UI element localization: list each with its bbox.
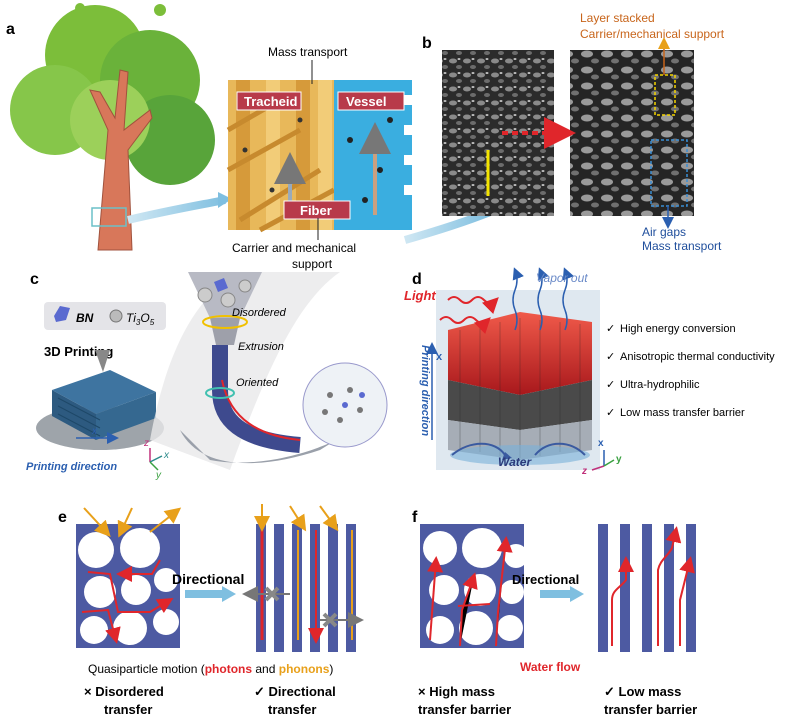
feature-check-3: ✓ [606, 379, 615, 391]
ti3o5-legend-label: Ti3O5 [126, 311, 155, 327]
d-axis-z: z [581, 466, 587, 477]
e-right-photon-arrow-3 [319, 505, 339, 532]
3d-printing-label: 3D Printing [44, 344, 113, 359]
water-flow-label: Water flow [520, 660, 581, 674]
light-ray-2 [439, 316, 491, 335]
vapor-arrow-3 [562, 267, 574, 331]
e-photon-arrow-1 [83, 507, 111, 537]
carrier-label-line2: support [292, 257, 333, 271]
vapor-arrow-1 [512, 267, 524, 331]
oriented-label: Oriented [236, 377, 279, 389]
air-gaps-label: Air gaps [642, 225, 686, 239]
e-direction-arrowhead [222, 586, 236, 602]
panel-label-a: a [6, 21, 15, 38]
f-directional-label: Directional [512, 572, 579, 587]
e-right-photon-arrow-2 [289, 505, 307, 532]
light-ray-1 [447, 296, 499, 315]
bn-icon [54, 306, 70, 322]
c-axis-x-bottom: x [91, 426, 98, 437]
f-directional-structure [598, 524, 696, 652]
e-left-caption-line1: × Disordered [84, 684, 164, 699]
printed-block [36, 350, 164, 450]
c-printing-direction-label: Printing direction [26, 461, 117, 473]
layer-stacked-label: Layer stacked [580, 11, 655, 25]
disordered-structure [76, 524, 180, 648]
feature-item: High energy conversion [620, 323, 736, 335]
feature-list: ✓ High energy conversion ✓ Anisotropic t… [606, 323, 775, 419]
tracheid-label: Tracheid [244, 94, 298, 109]
c-axis-z: z [143, 438, 149, 449]
panel-label-c: c [30, 271, 39, 288]
f-left-caption-line2: transfer barrier [418, 702, 511, 717]
feature-check-4: ✓ [606, 407, 615, 419]
extrusion-label: Extrusion [238, 341, 284, 353]
e-photon-arrow-3 [149, 507, 182, 533]
carrier-support-label: Carrier/mechanical support [580, 27, 725, 41]
layer-box [654, 74, 676, 116]
c-axis-y-line [149, 461, 159, 471]
vapor-arrow-2 [537, 267, 549, 331]
evaporator-illustration [436, 290, 600, 470]
disordered-label: Disordered [232, 307, 287, 319]
d-axis-z-line [591, 465, 605, 471]
air-gap-box [650, 139, 688, 207]
d-axis-y-line [603, 459, 615, 467]
extrusion-nozzle [150, 272, 388, 470]
f-direction-arrowhead [570, 586, 584, 602]
mass-transport-label: Mass transport [268, 45, 348, 59]
tracheid-label-box [236, 91, 302, 111]
f-right-caption-line1: ✓ Low mass [604, 684, 681, 699]
c-axis-y: y [155, 470, 162, 481]
panel-label-b: b [422, 35, 432, 52]
f-right-caption-line2: transfer barrier [604, 702, 697, 717]
water-label: Water [498, 455, 532, 469]
f-disordered-structure [420, 524, 528, 648]
feature-check-2: ✓ [606, 351, 615, 363]
vessel-label-box [337, 91, 405, 111]
ti3o5-icon [109, 309, 123, 323]
feature-item: Anisotropic thermal conductivity [620, 351, 775, 363]
c-axis-x-line [149, 455, 163, 463]
e-left-caption-line2: transfer [104, 702, 152, 717]
legend-box [44, 302, 166, 330]
feature-check-1: ✓ [606, 323, 615, 335]
fiber-label: Fiber [300, 203, 332, 218]
quasiparticle-caption: Quasiparticle motion (photons and phonon… [88, 662, 333, 676]
d-axis-x: x [598, 438, 604, 449]
panel-label-d: d [412, 271, 422, 288]
arrow-tree-to-structure [127, 196, 226, 224]
feature-item: Low mass transfer barrier [620, 407, 745, 419]
tree-illustration [10, 3, 215, 251]
e-right-caption-line1: ✓ Directional [254, 684, 336, 699]
bn-legend-label: BN [76, 311, 94, 325]
f-left-caption-line1: × High mass [418, 684, 495, 699]
e-photon-arrow-2 [117, 507, 133, 538]
feature-item: Ultra-hydrophilic [620, 379, 700, 391]
vapor-out-label: Vapor out [536, 271, 588, 285]
d-axis-y: y [616, 454, 622, 465]
d-printing-direction-label: Printing direction [419, 345, 431, 436]
e-right-caption-line2: transfer [268, 702, 316, 717]
b-mass-transport-label: Mass transport [642, 239, 722, 253]
e-directional-label: Directional [172, 571, 244, 587]
panel-label-e: e [58, 509, 67, 526]
c-axis-x: x [163, 450, 170, 461]
vessel-label: Vessel [346, 94, 387, 109]
fiber-label-box [283, 200, 351, 220]
light-label: Light [404, 288, 436, 303]
d-axis-x-label: x [436, 351, 443, 363]
panel-label-f: f [412, 509, 418, 526]
sem-image-zoom [570, 50, 694, 216]
directional-structure [242, 524, 364, 652]
wood-structure-diagram [226, 80, 412, 233]
arrow-structure-to-sem [403, 208, 492, 244]
carrier-label-line1: Carrier and mechanical [232, 241, 356, 255]
